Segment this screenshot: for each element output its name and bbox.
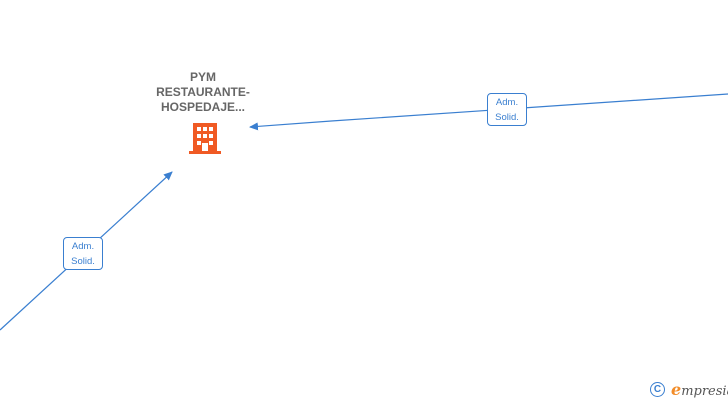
edge-label-left[interactable]: Adm. Solid. <box>63 237 103 270</box>
company-node-label[interactable]: PYM RESTAURANTE- HOSPEDAJE... <box>132 70 274 115</box>
edge-label-line: Adm. <box>495 97 519 108</box>
edge-label-line: Solid. <box>71 256 95 267</box>
edge-label-right[interactable]: Adm. Solid. <box>487 93 527 126</box>
building-icon[interactable] <box>189 123 221 154</box>
edge-label-line: Solid. <box>495 112 519 123</box>
copyright-icon: C <box>650 381 665 397</box>
company-label-line: HOSPEDAJE... <box>160 100 246 114</box>
brand-initial: e <box>671 379 682 399</box>
company-label-line: PYM <box>189 70 216 84</box>
watermark: C e mpresia <box>650 379 728 399</box>
company-label-line: RESTAURANTE- <box>156 85 250 99</box>
brand-name: mpresia <box>681 383 728 399</box>
brand-logo: e mpresia <box>671 380 728 399</box>
edge-label-line: Adm. <box>71 241 95 252</box>
